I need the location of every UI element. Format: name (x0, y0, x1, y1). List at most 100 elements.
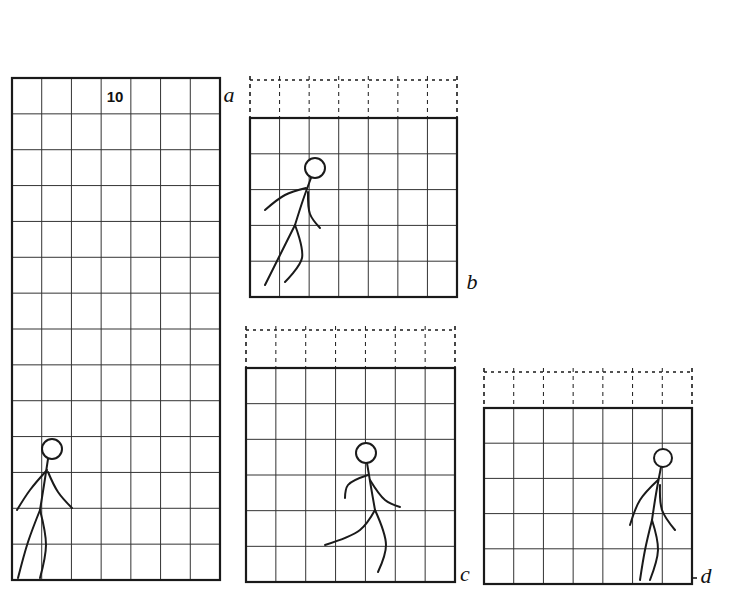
label-tick (691, 577, 697, 579)
grid-panel (250, 76, 457, 297)
dashed-line (397, 76, 398, 118)
grid-line (12, 257, 220, 258)
grid-line (427, 118, 428, 297)
dashed-line (309, 76, 310, 118)
figure-limb (345, 475, 368, 498)
panel-letter: d (699, 564, 714, 588)
grid-line (250, 153, 457, 154)
figure-limb (650, 520, 658, 580)
grid-panel (246, 326, 455, 582)
grid-line (246, 403, 455, 404)
grid-line (12, 436, 220, 437)
dashed-line (456, 76, 458, 118)
grid-line (513, 408, 514, 584)
dashed-line (662, 368, 663, 408)
figure-limb (17, 470, 47, 510)
grid-line (12, 221, 220, 222)
figure-limb (660, 485, 675, 530)
grid-border (246, 368, 455, 582)
grid-line (12, 508, 220, 509)
grid-line (12, 329, 220, 330)
grid-line (12, 400, 220, 401)
dashed-line (602, 368, 603, 408)
grid-line (602, 408, 603, 584)
grid-line (662, 408, 663, 584)
dashed-line (368, 76, 369, 118)
dashed-line (338, 76, 339, 118)
stick-figure (265, 158, 325, 285)
dashed-line (246, 329, 455, 330)
figure-limb (18, 510, 40, 578)
grid-line (397, 118, 398, 297)
dashed-line (395, 326, 396, 368)
grid-panel (484, 368, 692, 584)
figure-limb (40, 510, 46, 578)
dashed-line (275, 326, 276, 368)
grid-line (484, 513, 692, 514)
figure-head (42, 439, 62, 459)
grid-number: 10 (105, 88, 126, 105)
figure-limb (40, 459, 48, 510)
grid-panel (12, 78, 220, 580)
figure-limb (285, 225, 302, 282)
grid-line (12, 293, 220, 294)
dashed-line (425, 326, 426, 368)
grid-border (12, 78, 220, 580)
figure-head (654, 449, 672, 467)
grid-line (250, 225, 457, 226)
dashed-line (483, 368, 485, 408)
grid-line (12, 149, 220, 150)
figure-limb (370, 480, 400, 507)
dashed-line (691, 368, 693, 408)
dashed-line (427, 76, 428, 118)
grid-border (250, 118, 457, 297)
grid-line (246, 510, 455, 511)
grid-line (12, 364, 220, 365)
grid-line (632, 408, 633, 584)
grid-line (246, 546, 455, 547)
dashed-line (513, 368, 514, 408)
dashed-line (250, 79, 457, 80)
grid-line (250, 189, 457, 190)
dashed-line (249, 76, 251, 118)
grid-line (484, 443, 692, 444)
grid-line (279, 118, 280, 297)
dashed-line (245, 326, 247, 368)
grid-line (338, 118, 339, 297)
dashed-line (484, 371, 692, 372)
figure-limb (308, 192, 320, 228)
dashed-line (573, 368, 574, 408)
figure-limb (325, 510, 375, 545)
dashed-line (454, 326, 456, 368)
grid-border (484, 408, 692, 584)
panel-letter: a (222, 83, 237, 107)
grid-line (484, 548, 692, 549)
dashed-line (365, 326, 366, 368)
grid-line (250, 261, 457, 262)
figure-limb (375, 510, 386, 572)
stick-figure (17, 439, 72, 578)
dashed-line (279, 76, 280, 118)
panel-letter: c (458, 562, 472, 586)
grid-line (12, 113, 220, 114)
grid-line (246, 439, 455, 440)
dashed-line (632, 368, 633, 408)
grid-line (573, 408, 574, 584)
panel-letter: b (465, 270, 480, 294)
grid-line (12, 544, 220, 545)
grid-line (484, 478, 692, 479)
figure-limb (48, 472, 72, 508)
figure-head (356, 443, 376, 463)
grid-line (12, 185, 220, 186)
dashed-line (305, 326, 306, 368)
figure-head (305, 158, 325, 178)
grid-line (543, 408, 544, 584)
stick-figure (630, 449, 675, 580)
stick-figure (325, 443, 400, 572)
dashed-line (543, 368, 544, 408)
figure-limb (630, 480, 658, 525)
grid-line (368, 118, 369, 297)
grid-line (246, 475, 455, 476)
figure-limb (265, 188, 306, 210)
